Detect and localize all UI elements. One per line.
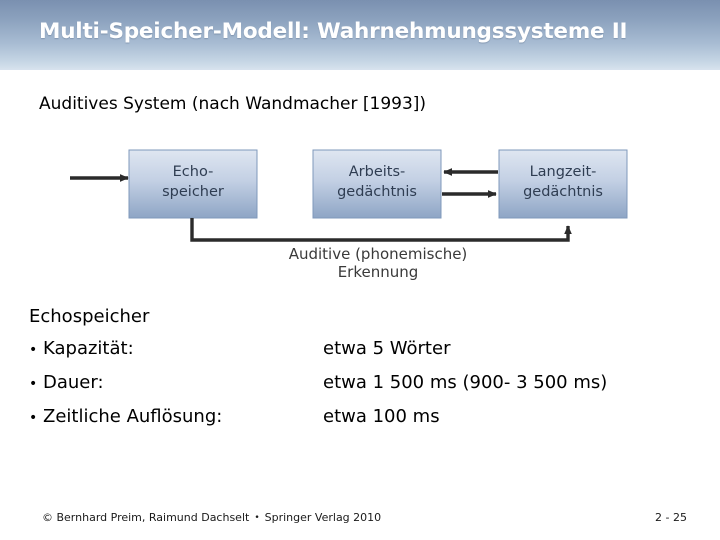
path-label-line2: Erkennung [338,263,419,281]
diagram-box-echospeicher-line1: Echo- [173,164,214,180]
slide-subtitle: Auditives System (nach Wandmacher [1993]… [39,94,427,114]
bullet-icon: • [29,342,38,358]
bullet-icon: • [29,410,38,426]
title-banner: Multi-Speicher-Modell: Wahrnehmungssyste… [0,0,720,70]
page-title: Multi-Speicher-Modell: Wahrnehmungssyste… [39,19,628,44]
footer-credit-authors: © Bernhard Preim, Raimund Dachselt [42,511,250,524]
list-item-value: etwa 100 ms [323,406,440,427]
diagram-box-langzeitgedaechtnis [498,149,628,219]
diagram-box-langzeitgedaechtnis-line2: gedächtnis [523,184,603,200]
list-item: • Dauer: etwa 1 500 ms (900- 3 500 ms) [29,372,689,406]
list-item-label: Zeitliche Auflösung: [43,406,223,427]
footer-separator-icon: • [254,513,260,523]
footer-divider [0,486,720,487]
bullet-icon: • [29,376,38,392]
list-item-value: etwa 5 Wörter [323,338,451,359]
memory-model-diagram: Echo- speicher Arbeits- gedächtnis Langz… [0,138,720,298]
diagram-box-arbeitsgedaechtnis-line1: Arbeits- [349,164,406,180]
content-block: Echospeicher • Kapazität: etwa 5 Wörter … [29,308,689,440]
footer-credit: © Bernhard Preim, Raimund Dachselt • Sprin… [42,511,381,524]
list-item: • Kapazität: etwa 5 Wörter [29,338,689,372]
page-number: 2 - 25 [655,511,687,524]
list-item-value: etwa 1 500 ms (900- 3 500 ms) [323,372,608,393]
diagram-box-langzeitgedaechtnis-line1: Langzeit- [530,164,597,180]
list-item-label: Dauer: [43,372,104,393]
diagram-box-arbeitsgedaechtnis-line2: gedächtnis [337,184,417,200]
footer-credit-publisher: Springer Verlag 2010 [264,511,382,524]
diagram-box-echospeicher-line2: speicher [162,184,224,200]
content-heading: Echospeicher [29,306,150,327]
path-auditive-erkennung [190,218,572,242]
path-label-line1: Auditive (phonemische) [289,245,468,263]
list-item: • Zeitliche Auflösung: etwa 100 ms [29,406,689,440]
diagram-box-arbeitsgedaechtnis [312,149,442,219]
list-item-label: Kapazität: [43,338,134,359]
